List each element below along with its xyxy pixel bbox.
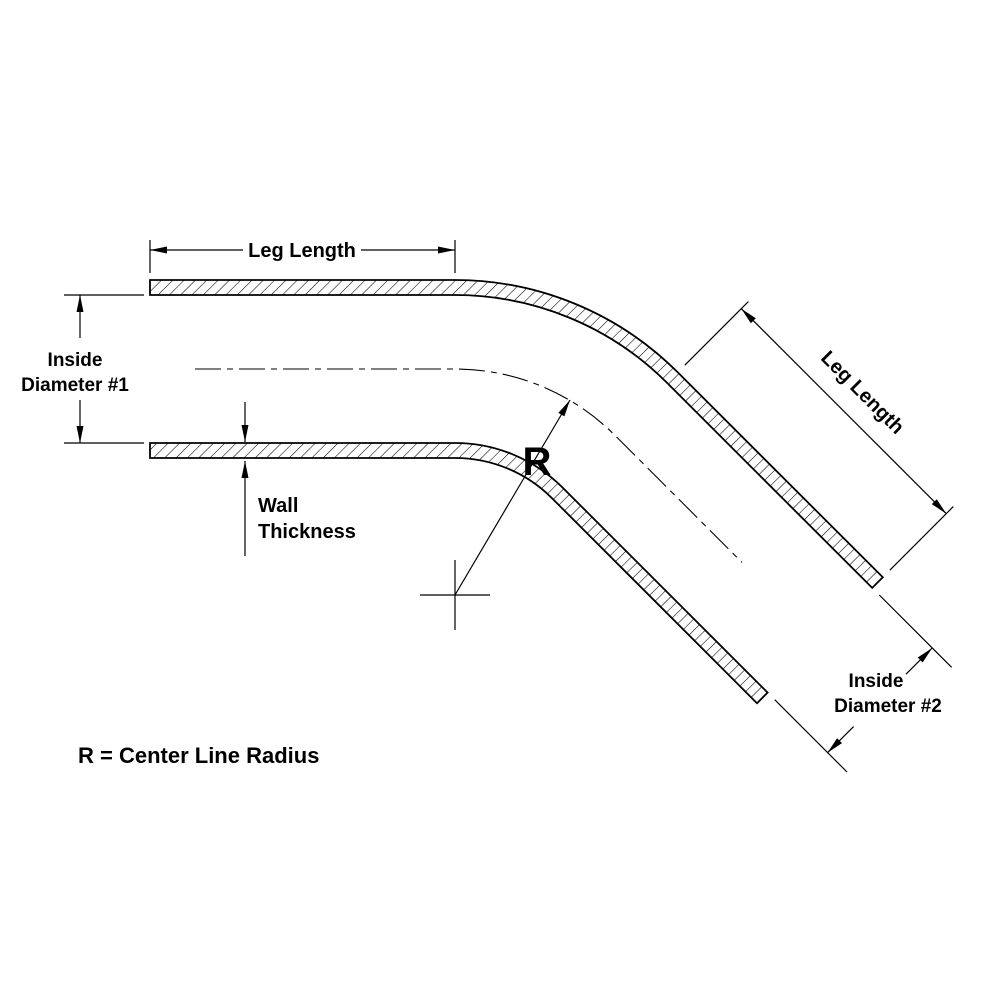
extension-line [684, 301, 749, 366]
wall-thickness-label-line1: Wall [258, 495, 298, 517]
dimension-wall-thickness: Wall Thickness [241, 402, 356, 556]
dimension-inside-diameter-2: Inside Diameter #2 [774, 594, 953, 773]
wall-thickness-label-line2: Thickness [258, 521, 356, 543]
dimension-line [827, 726, 855, 754]
tube-outer-wall [149, 279, 885, 590]
extension-line [774, 699, 848, 773]
dimension-line [740, 308, 947, 515]
dimension-inside-diameter-1: Inside Diameter #1 [21, 294, 144, 444]
tube-body [149, 279, 885, 705]
inside-diameter-1-label-line1: Inside [48, 350, 103, 371]
inside-diameter-2-label-line1: Inside [849, 671, 904, 692]
extension-line [889, 506, 954, 571]
inside-diameter-2-label-line2: Diameter #2 [834, 696, 942, 717]
dimension-line [905, 647, 933, 675]
centerline [195, 368, 743, 563]
radius-symbol-label: R [523, 440, 552, 484]
inside-diameter-1-label-line2: Diameter #1 [21, 375, 129, 396]
tube-inner-wall [149, 442, 769, 705]
radius-note: R = Center Line Radius [78, 743, 319, 768]
leg-length-top-label: Leg Length [248, 240, 356, 262]
extension-line [878, 594, 953, 668]
dimension-leg-length-top: Leg Length [149, 240, 456, 273]
radius-arrow [454, 399, 571, 596]
